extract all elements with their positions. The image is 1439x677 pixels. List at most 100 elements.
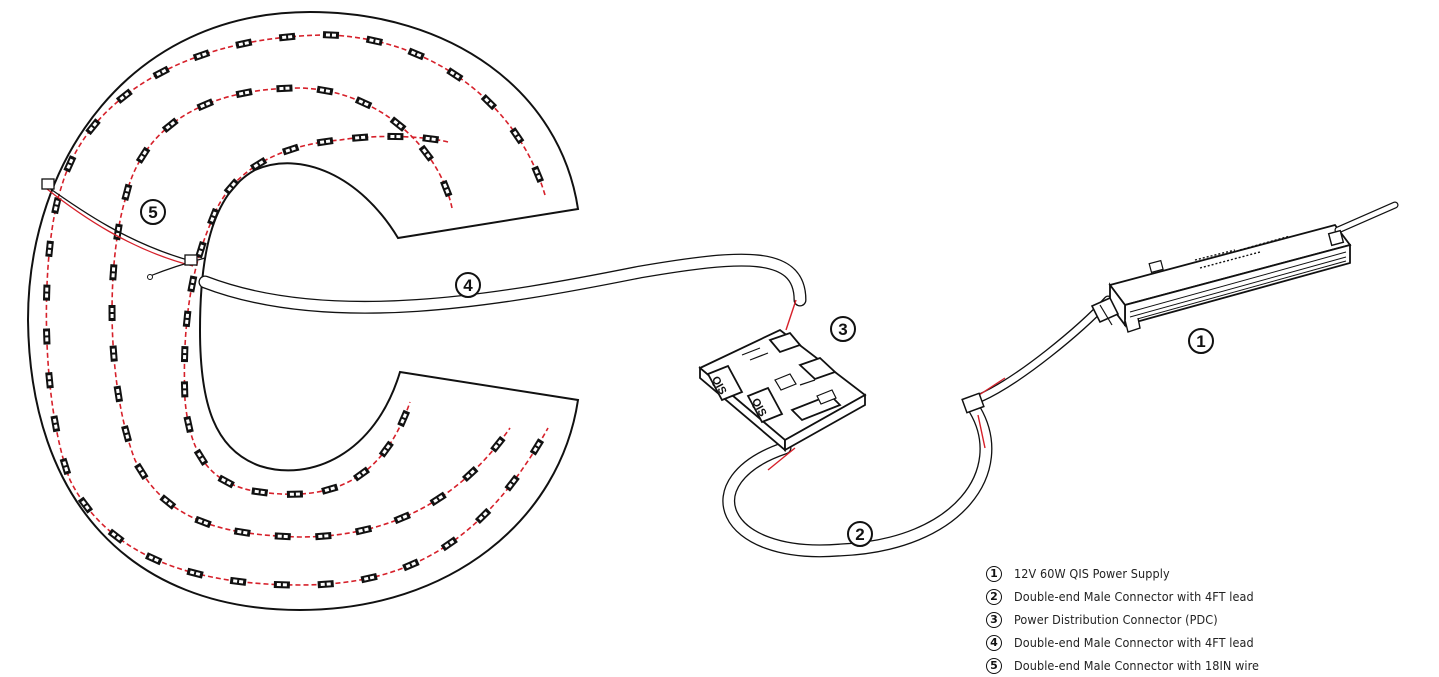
led-chip [330, 486, 335, 491]
led-chip [189, 284, 194, 290]
jumper-wire-18in [41, 178, 206, 280]
led-chip [116, 535, 122, 541]
led-module [397, 409, 411, 428]
callout-3: 3 [830, 316, 856, 342]
led-module [316, 137, 334, 147]
led-module [365, 35, 383, 46]
legend-item-4: 4 Double-end Male Connector with 4FT lea… [986, 631, 1426, 654]
led-chip [45, 287, 49, 292]
led-chip [416, 52, 422, 58]
led-module [121, 425, 133, 443]
led-module [193, 448, 209, 466]
led-chip [536, 441, 541, 447]
led-module [159, 494, 177, 510]
led-chip [124, 192, 129, 198]
led-module [273, 580, 290, 589]
led-chip [137, 466, 143, 472]
led-chip [277, 534, 282, 538]
led-module [115, 88, 133, 104]
legend-item-1: 1 12V 60W QIS Power Supply [986, 562, 1426, 585]
led-chip [536, 174, 542, 180]
led-chip [111, 273, 115, 278]
led-chip [438, 494, 444, 500]
led-chip [465, 473, 471, 479]
led-chip [425, 136, 430, 141]
led-module [182, 310, 192, 328]
power-supply-unit [1090, 201, 1399, 333]
led-chip [139, 155, 144, 161]
led-chip [156, 71, 162, 77]
callout-5: 5 [140, 199, 166, 225]
led-chip [81, 500, 87, 506]
led-chip [283, 534, 288, 539]
led-module [235, 88, 253, 99]
led-module [490, 435, 506, 453]
led-chip [198, 250, 203, 255]
led-module [354, 524, 373, 536]
led-chip [449, 70, 455, 76]
led-chip [64, 466, 69, 472]
led-chip [319, 88, 325, 92]
led-module [322, 31, 340, 39]
led-chip [431, 137, 436, 141]
led-chip [161, 68, 167, 74]
led-chip [433, 498, 439, 503]
led-chip [226, 480, 232, 486]
svg-text:3: 3 [838, 320, 847, 339]
led-chip [54, 424, 58, 429]
led-strip-group [45, 34, 549, 586]
led-chip [186, 419, 190, 424]
led-chip [382, 449, 387, 455]
led-module [107, 528, 125, 544]
legend-item-5: 5 Double-end Male Connector with 18IN wi… [986, 654, 1426, 677]
led-module [352, 466, 371, 482]
led-chip [369, 38, 374, 43]
led-chip [227, 186, 233, 192]
led-module [422, 134, 440, 144]
led-chip [92, 121, 98, 127]
led-module [480, 94, 498, 111]
led-chip [484, 97, 490, 103]
led-module [393, 511, 411, 525]
led-module [461, 466, 479, 483]
led-chip [400, 418, 405, 424]
led-chip [449, 539, 455, 545]
led-chip [45, 293, 49, 298]
led-chip [116, 394, 121, 400]
led-chip [512, 130, 518, 136]
svg-text:5: 5 [148, 203, 157, 222]
led-module [196, 98, 214, 112]
callout-2: 2 [847, 521, 873, 547]
led-chip [482, 511, 488, 517]
led-module-group [42, 31, 545, 589]
led-chip [84, 504, 90, 510]
led-strip-inner [183, 135, 449, 495]
led-module [229, 576, 247, 586]
led-chip [361, 469, 367, 475]
led-chip [112, 354, 116, 359]
led-chip [397, 123, 403, 129]
led-chip [116, 226, 121, 232]
led-chip [258, 160, 264, 165]
led-module [108, 304, 116, 321]
led-chip [325, 33, 331, 37]
led-chip [197, 518, 203, 524]
led-chip [243, 530, 248, 535]
led-chip [260, 490, 265, 495]
led-chip [534, 169, 539, 174]
led-chip [356, 473, 362, 479]
led-module [378, 440, 394, 458]
led-chip [244, 90, 250, 95]
led-chip [48, 381, 52, 386]
power-distribution-connector: QIS QIS [698, 328, 867, 452]
led-chip [396, 135, 401, 139]
led-chip [185, 313, 190, 319]
led-chip [425, 153, 431, 159]
led-module [63, 155, 77, 173]
led-strip-middle [111, 87, 511, 538]
led-module [135, 146, 151, 164]
led-chip [324, 488, 330, 493]
led-module [85, 118, 101, 136]
led-chip [53, 206, 58, 211]
led-module [281, 143, 300, 156]
